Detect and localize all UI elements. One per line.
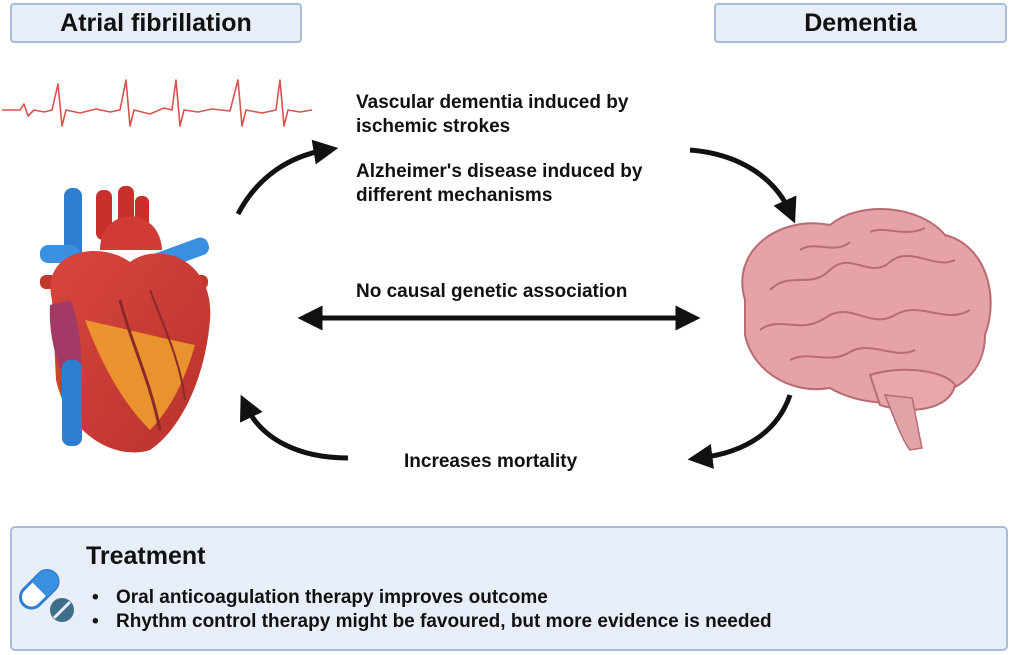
list-item: •Rhythm control therapy might be favoure… xyxy=(92,611,772,632)
arrow-mortality-to-af xyxy=(240,394,349,461)
treatment-box: Treatment •Oral anticoagulation therapy … xyxy=(10,526,1008,651)
arrows xyxy=(235,139,797,469)
vascular-dementia-label: Vascular dementia induced by ischemic st… xyxy=(356,92,629,137)
atrial-fibrillation-title-box: Atrial fibrillation xyxy=(10,3,302,43)
genetic-association-label: No causal genetic association xyxy=(356,281,628,302)
ecg-trace-icon xyxy=(2,79,313,127)
dementia-title-box: Dementia xyxy=(714,3,1007,43)
diagram-graphics xyxy=(2,79,992,469)
treatment-title: Treatment xyxy=(86,542,206,570)
treatment-list: •Oral anticoagulation therapy improves o… xyxy=(86,586,772,634)
brain-icon xyxy=(741,208,992,451)
arrow-dementia-to-mortality xyxy=(687,394,793,469)
atrial-fibrillation-title: Atrial fibrillation xyxy=(60,8,252,37)
heart-icon xyxy=(40,186,211,453)
pill-capsule-icon xyxy=(19,569,74,622)
dementia-title: Dementia xyxy=(804,8,917,37)
mortality-label: Increases mortality xyxy=(404,451,578,472)
list-item: •Oral anticoagulation therapy improves o… xyxy=(92,587,548,608)
alzheimer-label: Alzheimer's disease induced by different… xyxy=(356,161,643,206)
treatment-item-text: Rhythm control therapy might be favoured… xyxy=(116,611,772,632)
treatment-item-text: Oral anticoagulation therapy improves ou… xyxy=(116,587,548,608)
arrow-upper-to-dementia xyxy=(689,147,797,224)
arrow-af-to-upper xyxy=(235,139,339,216)
